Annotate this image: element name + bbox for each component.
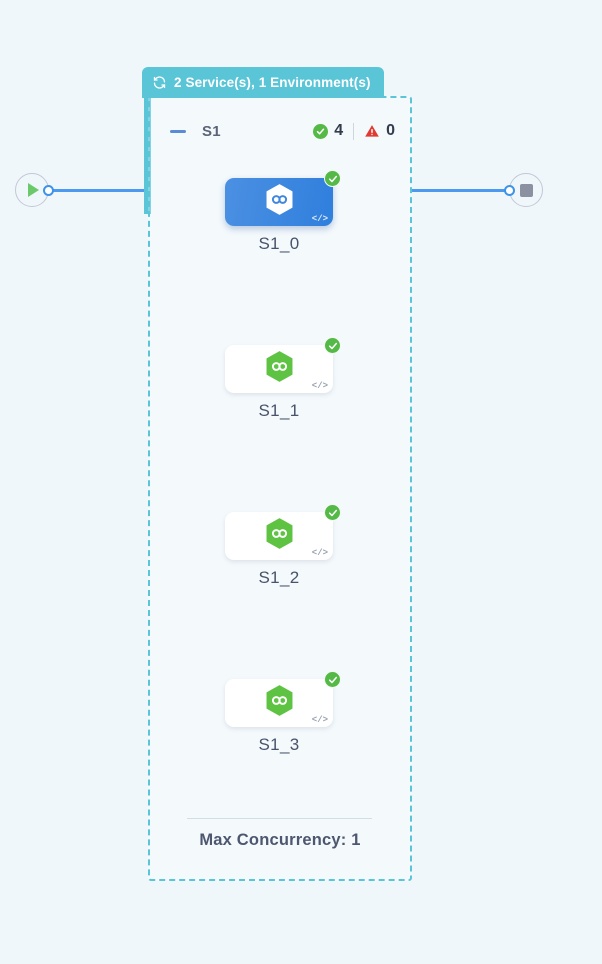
check-circle-icon [324,671,341,688]
node-label: S1_1 [258,401,300,420]
node-label: S1_2 [258,568,300,587]
success-count-group: 4 [313,122,343,140]
check-circle-icon [324,504,341,521]
warning-count-group: 0 [364,122,395,140]
code-badge: </> [311,715,328,725]
warning-count-value: 0 [386,122,395,139]
collapse-dash-icon[interactable] [170,129,186,133]
node-label: S1_3 [258,735,300,754]
node-card[interactable]: </> [225,671,341,727]
code-badge: </> [311,548,328,558]
node-card[interactable]: </> [225,504,341,560]
hexagon-infinity-icon [264,684,295,722]
service-node[interactable]: </> S1_1 [225,337,341,420]
edge-group-to-end[interactable] [410,189,506,192]
service-group-container[interactable] [148,96,412,881]
success-count-value: 4 [334,122,344,139]
service-node[interactable]: </> S1_3 [225,671,341,754]
node-label: S1_0 [258,234,300,253]
end-input-handle[interactable] [504,185,515,196]
play-icon [28,183,39,197]
service-node[interactable]: </> S1_2 [225,504,341,587]
code-badge: </> [311,381,328,391]
group-header-label: 2 Service(s), 1 Environment(s) [174,75,371,90]
group-left-rail [144,96,151,214]
service-summary-row: S1 4 0 [170,118,395,144]
sync-loop-icon [152,75,167,90]
check-circle-icon [313,123,329,139]
group-header-tab[interactable]: 2 Service(s), 1 Environment(s) [142,67,384,98]
edge-start-to-group[interactable] [52,189,148,192]
stop-icon [519,183,533,197]
node-card[interactable]: </> [225,337,341,393]
code-badge: </> [311,214,328,224]
node-card[interactable]: </> [225,170,341,226]
footer-divider [187,818,372,819]
status-counts: 4 0 [313,122,395,140]
service-name-label: S1 [202,122,221,140]
hexagon-infinity-icon [264,517,295,555]
start-output-handle[interactable] [43,185,54,196]
check-circle-icon [324,337,341,354]
warning-triangle-icon [364,123,380,139]
hexagon-infinity-icon [264,183,295,221]
counts-divider [353,122,355,140]
check-circle-icon [324,170,341,187]
max-concurrency-label: Max Concurrency: 1 [199,831,361,849]
hexagon-infinity-icon [264,350,295,388]
service-node[interactable]: </> S1_0 [225,170,341,253]
